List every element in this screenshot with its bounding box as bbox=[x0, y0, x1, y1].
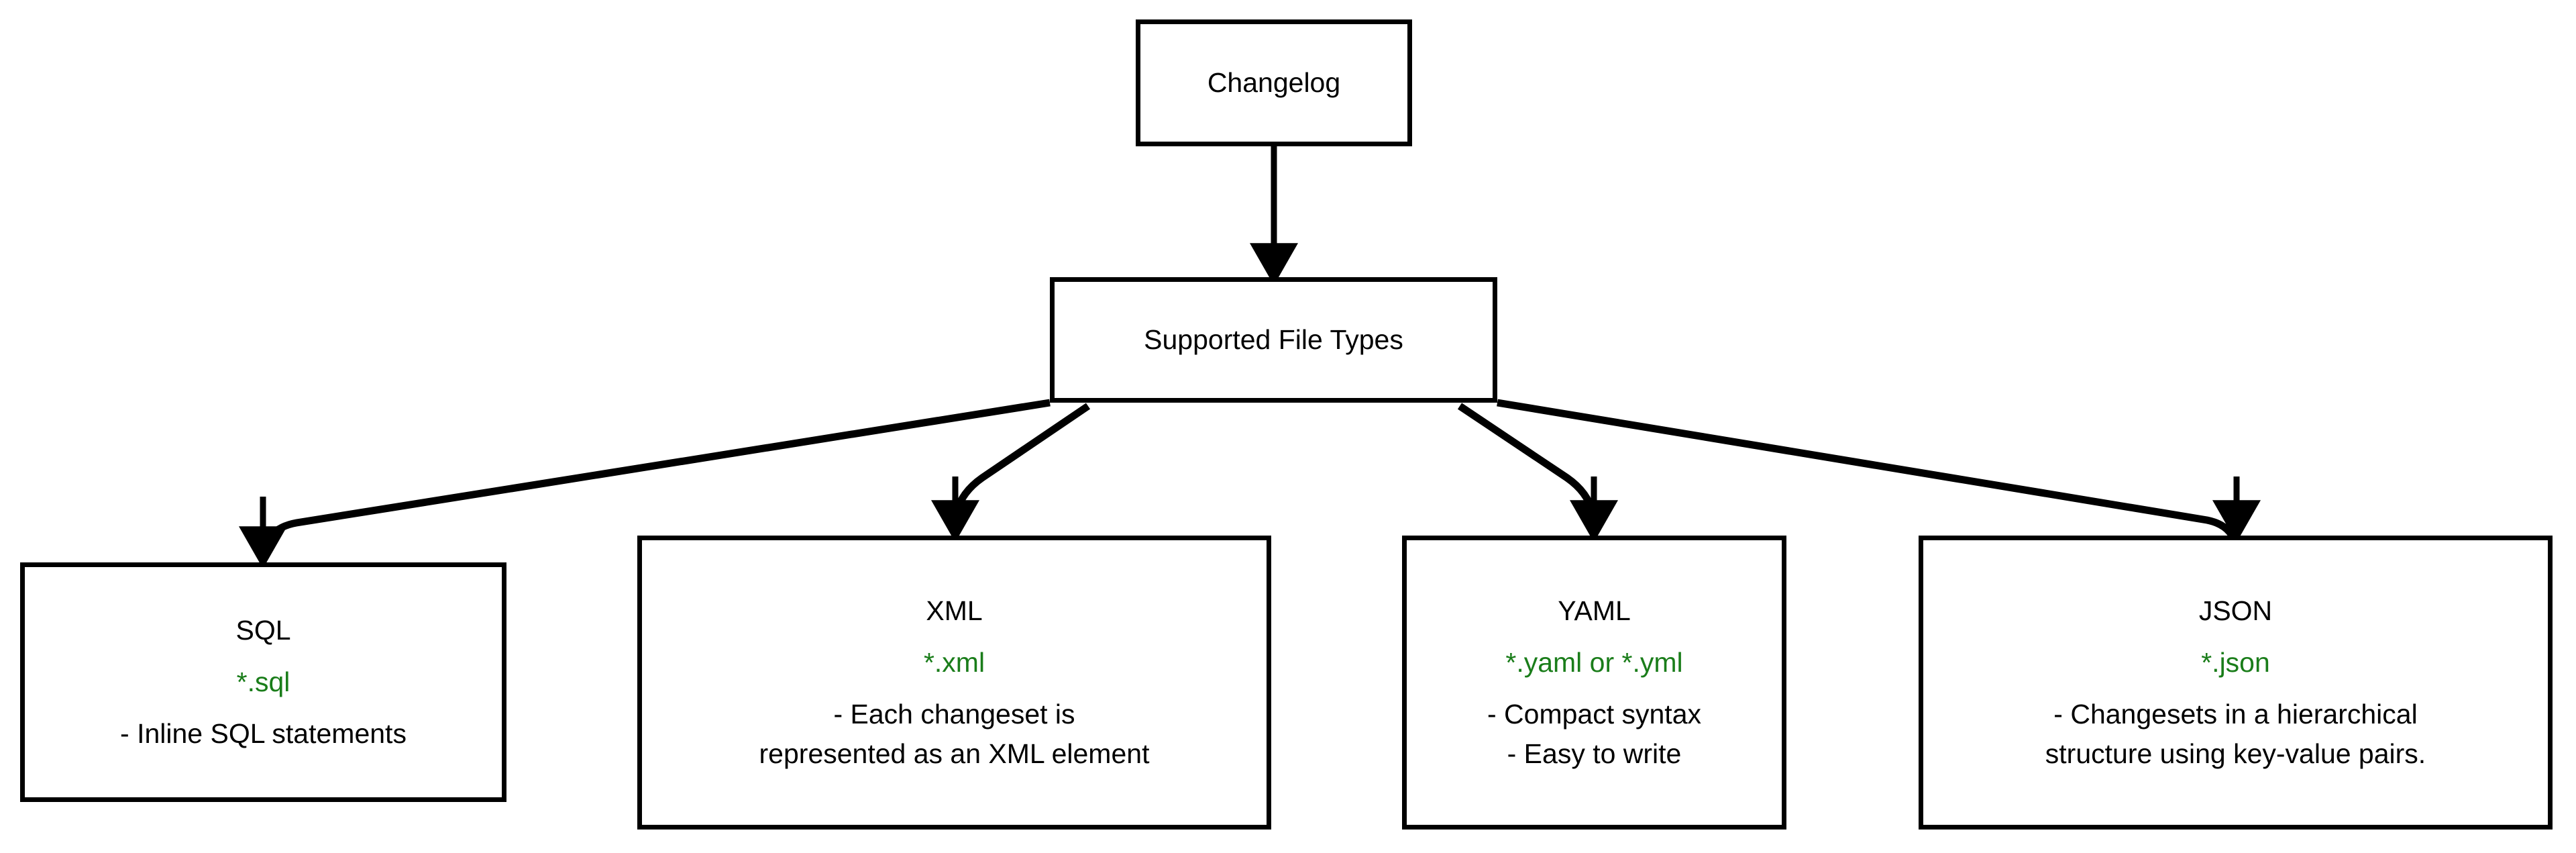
node-xml-extension: *.xml bbox=[923, 647, 985, 679]
node-sql-extension: *.sql bbox=[236, 666, 290, 698]
node-yaml-desc-line-2: - Easy to write bbox=[1507, 738, 1682, 769]
node-xml-title: XML bbox=[926, 595, 983, 627]
node-supported-file-types[interactable]: Supported File Types bbox=[1050, 277, 1497, 403]
node-changelog[interactable]: Changelog bbox=[1136, 19, 1412, 146]
edge-supported-to-json bbox=[1497, 399, 2261, 558]
node-xml[interactable]: XML *.xml - Each changeset is represente… bbox=[637, 536, 1271, 830]
node-changelog-label: Changelog bbox=[1207, 67, 1341, 99]
node-xml-desc-line-1: - Each changeset is bbox=[833, 699, 1075, 730]
node-json-extension: *.json bbox=[2201, 647, 2270, 679]
node-json-desc-line-1: - Changesets in a hierarchical bbox=[2053, 699, 2418, 730]
node-yaml[interactable]: YAML *.yaml or *.yml - Compact syntax - … bbox=[1402, 536, 1786, 830]
node-json-desc-line-2: structure using key-value pairs. bbox=[2045, 738, 2426, 769]
node-xml-desc-line-2: represented as an XML element bbox=[759, 738, 1150, 769]
node-sql[interactable]: SQL *.sql - Inline SQL statements bbox=[20, 562, 506, 802]
node-yaml-extension: *.yaml or *.yml bbox=[1505, 647, 1683, 679]
node-json-title: JSON bbox=[2198, 595, 2273, 627]
node-sql-title: SQL bbox=[235, 615, 291, 646]
node-supported-file-types-label: Supported File Types bbox=[1144, 324, 1403, 356]
node-sql-desc-line-1: - Inline SQL statements bbox=[120, 717, 407, 749]
edge-supported-to-yaml bbox=[1457, 403, 1618, 543]
edge-supported-to-xml bbox=[931, 403, 1091, 543]
node-yaml-desc-line-1: - Compact syntax bbox=[1487, 699, 1701, 730]
node-json[interactable]: JSON *.json - Changesets in a hierarchic… bbox=[1919, 536, 2553, 830]
node-yaml-title: YAML bbox=[1558, 595, 1631, 627]
